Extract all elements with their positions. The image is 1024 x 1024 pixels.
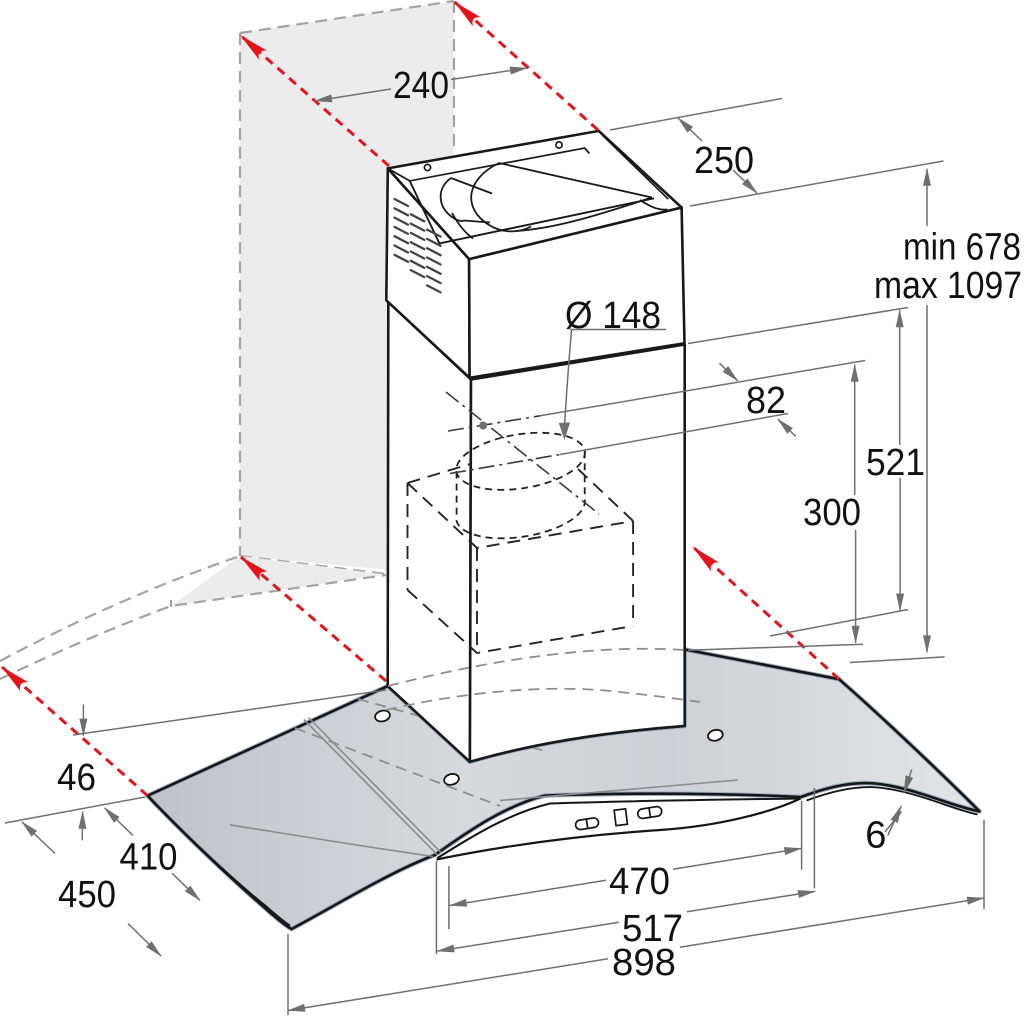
- svg-text:517: 517: [622, 908, 683, 950]
- svg-text:6: 6: [865, 815, 886, 857]
- svg-text:min 678: min 678: [903, 227, 1021, 269]
- svg-text:450: 450: [58, 874, 116, 916]
- svg-text:46: 46: [57, 757, 96, 799]
- svg-text:410: 410: [120, 837, 178, 879]
- svg-text:470: 470: [609, 861, 670, 903]
- svg-text:300: 300: [803, 492, 861, 534]
- svg-text:250: 250: [694, 140, 754, 182]
- svg-text:Ø 148: Ø 148: [565, 295, 661, 337]
- svg-text:898: 898: [612, 942, 676, 984]
- svg-text:82: 82: [746, 380, 786, 422]
- svg-text:max 1097: max 1097: [874, 265, 1022, 307]
- svg-text:521: 521: [866, 442, 925, 484]
- svg-text:240: 240: [393, 65, 449, 107]
